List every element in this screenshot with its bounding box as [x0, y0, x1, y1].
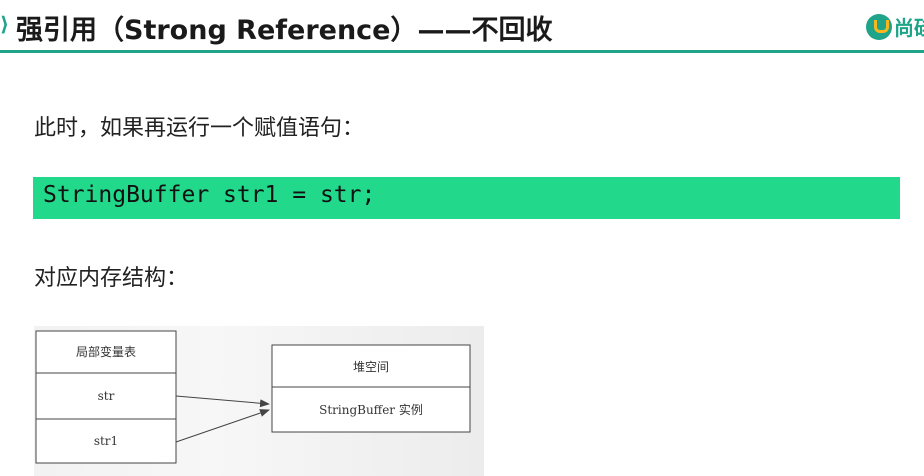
stack-table-box [35, 330, 177, 464]
code-line: StringBuffer str1 = str; [43, 182, 376, 208]
arrow-str1-to-heap [175, 409, 270, 443]
heap-instance-label: StringBuffer 实例 [319, 402, 423, 417]
stack-table-header: 局部变量表 [76, 344, 136, 359]
header-divider [0, 50, 924, 53]
logo-icon [866, 13, 892, 40]
arrow-str-to-heap [175, 395, 270, 408]
slide-title: 强引用（Strong Reference）——不回收 [16, 15, 553, 46]
logo-text: 尚硅 [894, 16, 924, 40]
stack-row-str1: str1 [94, 434, 118, 448]
paragraph-memory-structure: 对应内存结构： [34, 266, 189, 291]
slide-header: ⟩ 强引用（Strong Reference）——不回收 尚硅 [0, 0, 924, 50]
paragraph-assignment-intro: 此时，如果再运行一个赋值语句： [34, 116, 365, 141]
chevron-right-icon: ⟩ [0, 12, 10, 36]
heap-box [271, 344, 471, 433]
brand-logo: 尚硅 [866, 12, 924, 40]
stack-row-str: str [98, 389, 115, 403]
heap-header: 堆空间 [353, 360, 389, 374]
memory-diagram: 局部变量表 str str1 堆空间 StringBuffer 实例 [35, 330, 471, 464]
code-block: StringBuffer str1 = str; [33, 177, 900, 219]
